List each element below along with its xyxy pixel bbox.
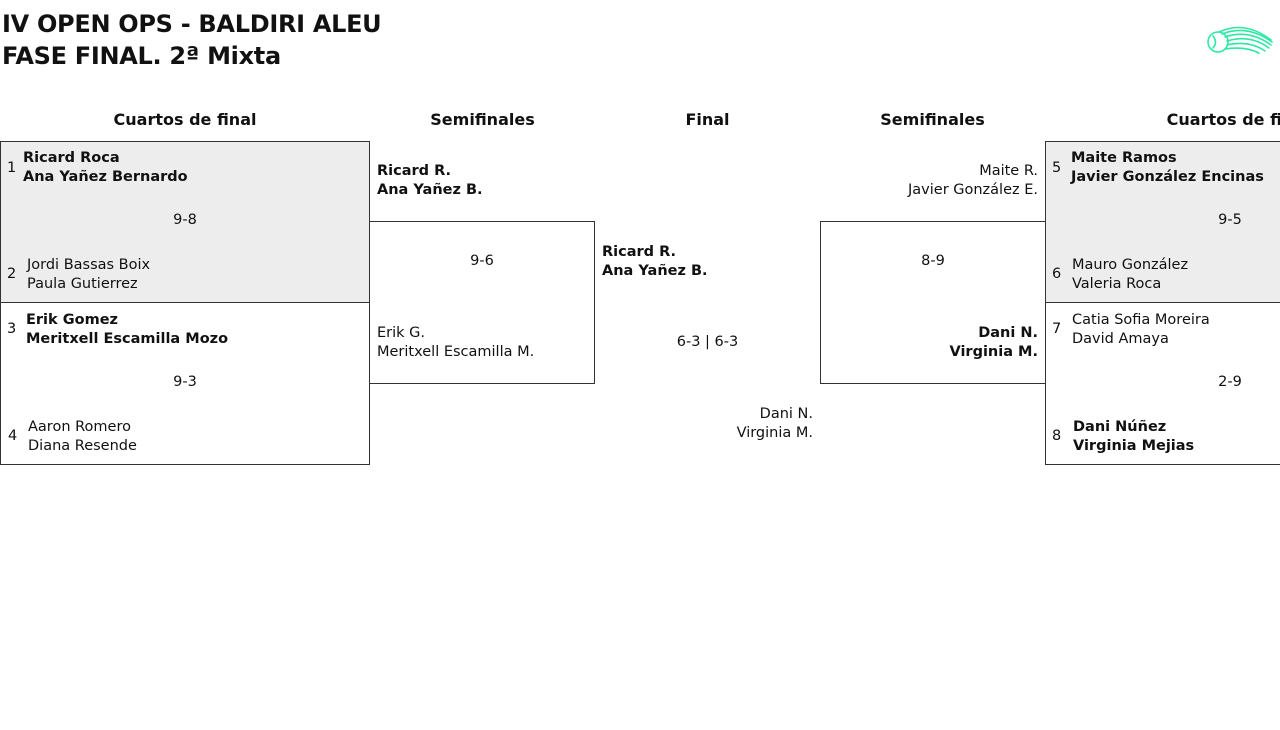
page-title: IV OPEN OPS - BALDIRI ALEU <box>2 10 382 38</box>
seed-number: 7 <box>1052 321 1062 337</box>
player-name: Mauro González <box>1072 257 1189 273</box>
player-name: Javier González E. <box>908 182 1038 198</box>
player-name: Meritxell Escamilla M. <box>377 344 535 360</box>
player-name: Ricard R. <box>602 244 677 260</box>
round-header-left-quarterfinals: Cuartos de final <box>113 110 257 129</box>
match-score: 9-8 <box>173 212 197 228</box>
match-score: 9-3 <box>173 374 197 390</box>
player-name: Maite Ramos <box>1071 150 1177 166</box>
seed-number: 2 <box>7 266 17 282</box>
player-name: Dani N. <box>978 325 1038 341</box>
seed-number: 5 <box>1052 160 1062 176</box>
player-name: David Amaya <box>1072 331 1169 347</box>
match-score: 9-6 <box>470 253 494 269</box>
player-name: Aaron Romero <box>28 419 131 435</box>
player-name: Ricard R. <box>377 163 452 179</box>
seed-number: 3 <box>7 321 17 337</box>
player-name: Erik G. <box>377 325 426 341</box>
player-name: Valeria Roca <box>1072 276 1162 292</box>
player-name: Virginia M. <box>949 344 1038 360</box>
round-header-right-quarterfinals: Cuartos de fin <box>1166 110 1280 129</box>
player-name: Erik Gomez <box>26 312 118 328</box>
tennis-ball-logo-icon <box>1207 26 1273 54</box>
round-header-right-semifinals: Semifinales <box>880 110 985 129</box>
player-name: Meritxell Escamilla Mozo <box>26 331 229 347</box>
seed-number: 4 <box>8 428 18 444</box>
seed-number: 6 <box>1052 266 1062 282</box>
player-name: Ricard Roca <box>23 150 120 166</box>
player-name: Ana Yañez Bernardo <box>23 169 188 185</box>
player-name: Ana Yañez B. <box>602 263 708 279</box>
seed-number: 8 <box>1052 428 1062 444</box>
player-name: Dani N. <box>759 406 813 422</box>
player-name: Paula Gutierrez <box>27 276 138 292</box>
seed-number: 1 <box>7 160 17 176</box>
player-name: Maite R. <box>979 163 1038 179</box>
match-score: 9-5 <box>1218 212 1242 228</box>
round-header-left-semifinals: Semifinales <box>430 110 535 129</box>
player-name: Jordi Bassas Boix <box>27 257 151 273</box>
sf-left-box <box>369 221 595 384</box>
player-name: Dani Núñez <box>1073 419 1167 435</box>
match-score: 8-9 <box>921 253 945 269</box>
qf-match-4-box <box>1045 302 1280 465</box>
player-name: Virginia M. <box>736 425 813 441</box>
match-score: 2-9 <box>1218 374 1242 390</box>
player-name: Ana Yañez B. <box>377 182 483 198</box>
page-subtitle: FASE FINAL. 2ª Mixta <box>2 42 281 70</box>
qf-match-3-box <box>1045 141 1280 303</box>
player-name: Diana Resende <box>28 438 137 454</box>
player-name: Javier González Encinas <box>1071 169 1264 185</box>
match-score: 6-3 | 6-3 <box>676 334 739 350</box>
round-header-final: Final <box>685 110 730 129</box>
player-name: Catia Sofia Moreira <box>1072 312 1210 328</box>
player-name: Virginia Mejias <box>1073 438 1195 454</box>
